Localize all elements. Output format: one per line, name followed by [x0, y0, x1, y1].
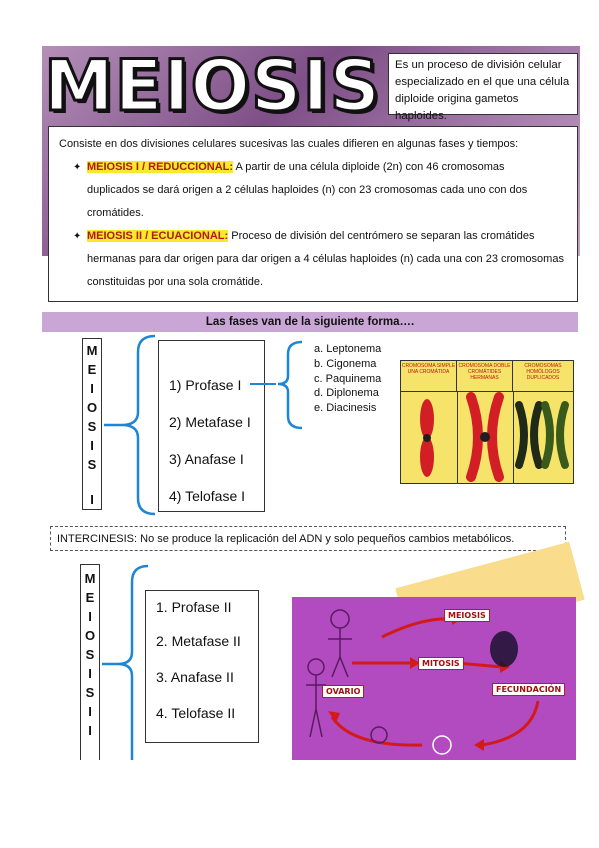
- double-chromosome-icon: [466, 392, 504, 482]
- phase-item: 3. Anafase II: [156, 669, 234, 685]
- vertical-letter: I: [90, 492, 94, 507]
- meiosis2-vertical-word: M E I O S I S I I: [80, 564, 100, 760]
- life-cycle-illustration: MEIOSIS MITOSIS FECUNDACIÓN OVARIO: [292, 597, 576, 760]
- intro-lead: Consiste en dos divisiones celulares suc…: [59, 138, 519, 150]
- page-title: MEIOSIS: [43, 44, 382, 129]
- meiosis1-text: cromátides.: [87, 207, 144, 219]
- vertical-letter: O: [84, 628, 96, 643]
- chromosome-divider: [401, 391, 573, 392]
- substage-item: e. Diacinesis: [314, 402, 377, 415]
- vertical-letter: S: [85, 647, 95, 662]
- phase-item: 4. Telofase II: [156, 705, 236, 721]
- chromosome-divider: [513, 391, 514, 483]
- phase-item: 1. Profase II: [156, 599, 232, 615]
- prophase-brace: [250, 340, 303, 430]
- meiosis1-phase-list: 1) Profase I 2) Metafase I 3) Anafase I …: [158, 340, 265, 512]
- embryo-icon: [370, 726, 388, 744]
- egg-icon: [432, 735, 452, 755]
- meiosis1-text: duplicados se dará origen a 2 células ha…: [87, 184, 528, 196]
- vertical-letter: S: [87, 457, 97, 472]
- homologous-chromosomes-icon: [515, 401, 569, 469]
- meiosis2-brace: [102, 564, 149, 760]
- vertical-letter: I: [88, 704, 92, 719]
- vertical-letter: E: [85, 590, 95, 605]
- cycle-label-fecundacion: FECUNDACIÓN: [492, 683, 566, 696]
- phase-item: 2) Metafase I: [169, 414, 251, 430]
- definition-line: Es un proceso de división celular: [395, 59, 562, 71]
- life-cycle-drawing: [306, 609, 540, 755]
- phases-band: [42, 312, 578, 332]
- phase-item: 3) Anafase I: [169, 451, 244, 467]
- cycle-label-meiosis: MEIOSIS: [444, 609, 490, 622]
- prophase-substages: a. Leptonema b. Cigonema c. Paquinema d.…: [314, 342, 381, 416]
- vertical-letter: S: [85, 685, 95, 700]
- vertical-letter: E: [87, 362, 97, 377]
- substage-item: a. Leptonema: [314, 343, 382, 355]
- phase-item: 1) Profase I: [169, 377, 242, 393]
- phase-item: 4) Telofase I: [169, 488, 246, 504]
- chromosome-header: CROMOSOMAS HOMÓLOGOS DUPLICADOS: [524, 363, 562, 381]
- meiosis2-text: constituidas por una sola cromátide.: [87, 276, 264, 288]
- vertical-letter: M: [84, 571, 96, 586]
- chromosome-divider: [457, 391, 458, 483]
- intro-box: Consiste en dos divisiones celulares suc…: [48, 126, 578, 302]
- vertical-letter: I: [88, 666, 92, 681]
- substage-item: c. Paquinema: [314, 372, 382, 385]
- phases-title: Las fases van de la siguiente forma….: [205, 316, 415, 328]
- definition-line: diploide origina gametos haploides.: [395, 93, 519, 122]
- meiosis2-text: hermanas para dar origen para dar origen…: [87, 253, 564, 265]
- definition-line: especializado en el que una célula: [395, 76, 570, 88]
- cycle-label-mitosis: MITOSIS: [418, 657, 464, 670]
- meiosis2-text: Proceso de división del centrómero se se…: [231, 230, 535, 242]
- meiosis1-brace: [104, 334, 156, 516]
- human-figure-icon: [306, 609, 352, 738]
- meiosis1-text: A partir de una célula diploide (2n) con…: [235, 161, 505, 173]
- phase-item: 2. Metafase II: [156, 633, 241, 649]
- vertical-letter: O: [86, 400, 98, 415]
- intercinesis-box: INTERCINESIS: No se produce la replicaci…: [50, 526, 566, 551]
- gamete-icon: [490, 631, 518, 667]
- substage-item: d. Diplonema: [314, 387, 379, 400]
- meiosis2-phase-list: 1. Profase II 2. Metafase II 3. Anafase …: [145, 590, 259, 743]
- vertical-letter: S: [87, 419, 97, 434]
- single-chromosome-icon: [420, 399, 434, 477]
- meiosis1-bullet: ✦ MEIOSIS I / REDUCCIONAL: A partir de u…: [59, 156, 567, 225]
- chromosome-header: CROMOSOMA SIMPLE UNA CROMÁTIDA: [401, 361, 457, 391]
- meiosis1-vertical-word: M E I O S I S I: [82, 338, 102, 510]
- vertical-letter: I: [88, 609, 92, 624]
- cycle-label-ovario: OVARIO: [322, 685, 365, 698]
- chromosome-drawings: [420, 392, 569, 482]
- definition-box: Es un proceso de división celular especi…: [388, 53, 578, 122]
- meiosis1-label: MEIOSIS I / REDUCCIONAL:: [87, 161, 234, 173]
- chromosome-header: CROMOSOMA DOBLE CROMÁTIDES HERMANAS: [457, 361, 513, 391]
- bullet-diamond-icon: ✦: [73, 231, 82, 242]
- vertical-letter: M: [86, 343, 98, 358]
- substage-item: b. Cigonema: [314, 357, 377, 370]
- vertical-letter: I: [90, 438, 94, 453]
- vertical-letter: I: [88, 723, 92, 738]
- vertical-letter: I: [90, 381, 94, 396]
- chromosome-panel: CROMOSOMA SIMPLE UNA CROMÁTIDA CROMOSOMA…: [400, 360, 574, 484]
- meiosis2-bullet: ✦ MEIOSIS II / ECUACIONAL: Proceso de di…: [59, 225, 567, 294]
- bullet-diamond-icon: ✦: [73, 162, 82, 173]
- meiosis2-label: MEIOSIS II / ECUACIONAL:: [87, 230, 229, 242]
